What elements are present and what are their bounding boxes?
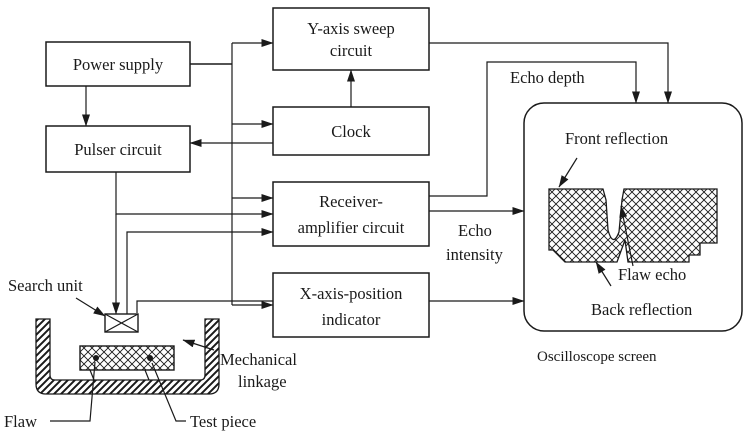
test-piece (79, 345, 175, 381)
y-axis-sweep-label-line2: circuit (330, 41, 373, 60)
pulser-circuit-label: Pulser circuit (74, 140, 162, 159)
echo-depth-label: Echo depth (510, 68, 585, 87)
test-tank (35, 318, 220, 395)
clock-label: Clock (331, 122, 371, 141)
x-axis-indicator-label-line1: X-axis-position (300, 284, 403, 303)
mechanical-linkage-label-line2: linkage (238, 372, 287, 391)
oscilloscope-screen-label: Oscilloscope screen (537, 349, 657, 365)
front-reflection-label: Front reflection (565, 129, 668, 148)
test-piece-label: Test piece (190, 412, 256, 431)
receiver-amplifier-label-line2: amplifier circuit (298, 218, 405, 237)
callout-lines (50, 157, 634, 422)
oscilloscope-screen (523, 102, 743, 332)
signal-connections (82, 39, 672, 315)
receiver-amplifier-block: Receiver- amplifier circuit (272, 181, 430, 247)
search-unit (104, 313, 139, 333)
echo-intensity-label-line2: intensity (446, 245, 504, 264)
echo-intensity-label-line1: Echo (458, 221, 492, 240)
x-axis-position-indicator-block: X-axis-position indicator (272, 272, 430, 338)
power-supply-block: Power supply (45, 41, 191, 87)
mechanical-linkage-label-line1: Mechanical (220, 350, 297, 369)
y-axis-sweep-block: Y-axis sweep circuit (272, 7, 430, 71)
search-unit-label: Search unit (8, 276, 83, 295)
clock-block: Clock (272, 106, 430, 156)
y-axis-sweep-label-line1: Y-axis sweep (307, 19, 395, 38)
flaw-label: Flaw (4, 412, 37, 431)
echo-waveform (548, 188, 718, 263)
flaw-marker (93, 355, 99, 361)
receiver-amplifier-label-line1: Receiver- (319, 192, 383, 211)
pulser-circuit-block: Pulser circuit (45, 125, 191, 173)
x-axis-indicator-label-line2: indicator (322, 310, 381, 329)
flaw-echo-label: Flaw echo (618, 265, 686, 284)
power-supply-label: Power supply (73, 55, 164, 74)
back-reflection-label: Back reflection (591, 300, 692, 319)
